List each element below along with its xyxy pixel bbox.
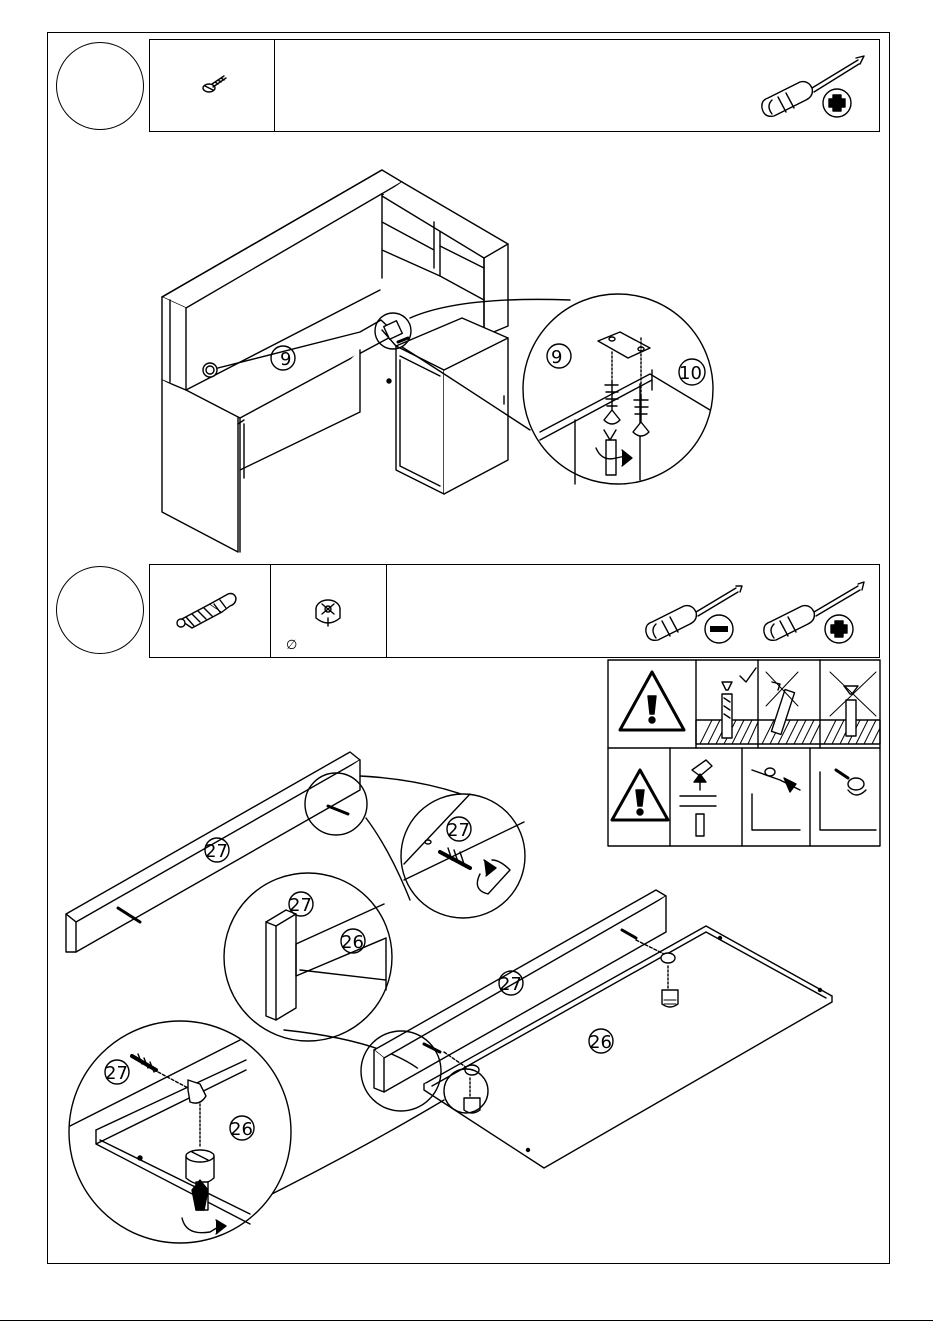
dowel-bolt-icon	[177, 594, 236, 629]
phillips-screwdriver-icon	[764, 582, 864, 643]
assembled-desk-drawing	[162, 170, 508, 552]
assembly-panel-26-label: 26	[589, 1032, 612, 1053]
flat-screwdriver-icon	[646, 586, 742, 643]
cam-lock-icon	[316, 600, 340, 626]
cam-lock-zoom-bubble	[69, 1021, 291, 1243]
rail-27-label: 27	[205, 841, 228, 862]
phillips-screwdriver-icon	[762, 56, 864, 117]
assembly-rail-27-label: 27	[499, 974, 522, 995]
zoom-rail-27-label: 27	[447, 820, 470, 841]
joint-panel-26-label: 26	[341, 932, 364, 953]
dowel-zoom-bubble	[401, 794, 525, 918]
page-footer-rule	[0, 1320, 933, 1321]
step-1-zoom-bubble	[523, 294, 713, 484]
cam-panel-26-label: 26	[230, 1119, 253, 1140]
zoom-part-10-label: 10	[679, 363, 702, 384]
wood-screw-icon	[203, 76, 226, 92]
step-1-part-9-label: 9	[280, 349, 291, 370]
joint-rail-27-label: 27	[289, 895, 312, 916]
zoom-part-9-label: 9	[551, 347, 562, 368]
cam-rail-27-label: 27	[105, 1063, 128, 1084]
warning-table	[608, 660, 880, 846]
